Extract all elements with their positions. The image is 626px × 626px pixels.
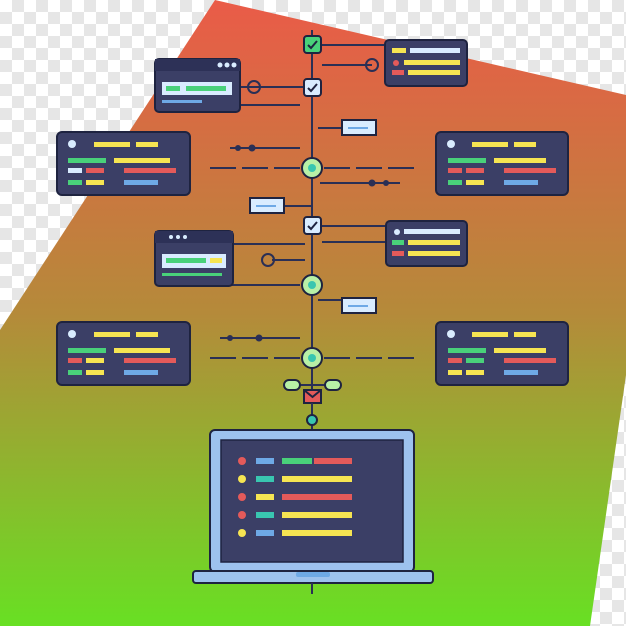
node-icon (301, 274, 323, 296)
tag-label (249, 197, 285, 214)
code-panel-icon (384, 39, 468, 87)
code-panel-icon (435, 131, 569, 196)
connector-rings (247, 58, 379, 267)
code-panel-icon (385, 220, 468, 267)
checkbox-icon (303, 35, 322, 54)
code-panel-icon (56, 321, 191, 386)
node-icon (301, 157, 323, 179)
browser-window-icon (154, 230, 234, 287)
checkbox-icon (303, 78, 322, 97)
laptop-icon (192, 429, 434, 594)
envelope-icon (283, 379, 342, 426)
checkbox-icon (303, 216, 322, 235)
code-panel-icon (435, 321, 569, 386)
laptop-code-lines (238, 457, 352, 537)
connector-dots (227, 144, 389, 342)
tag-label (341, 297, 377, 314)
code-panel-icon (56, 131, 191, 196)
tag-label (341, 119, 377, 136)
node-icon (301, 347, 323, 369)
browser-window-icon (154, 58, 241, 113)
